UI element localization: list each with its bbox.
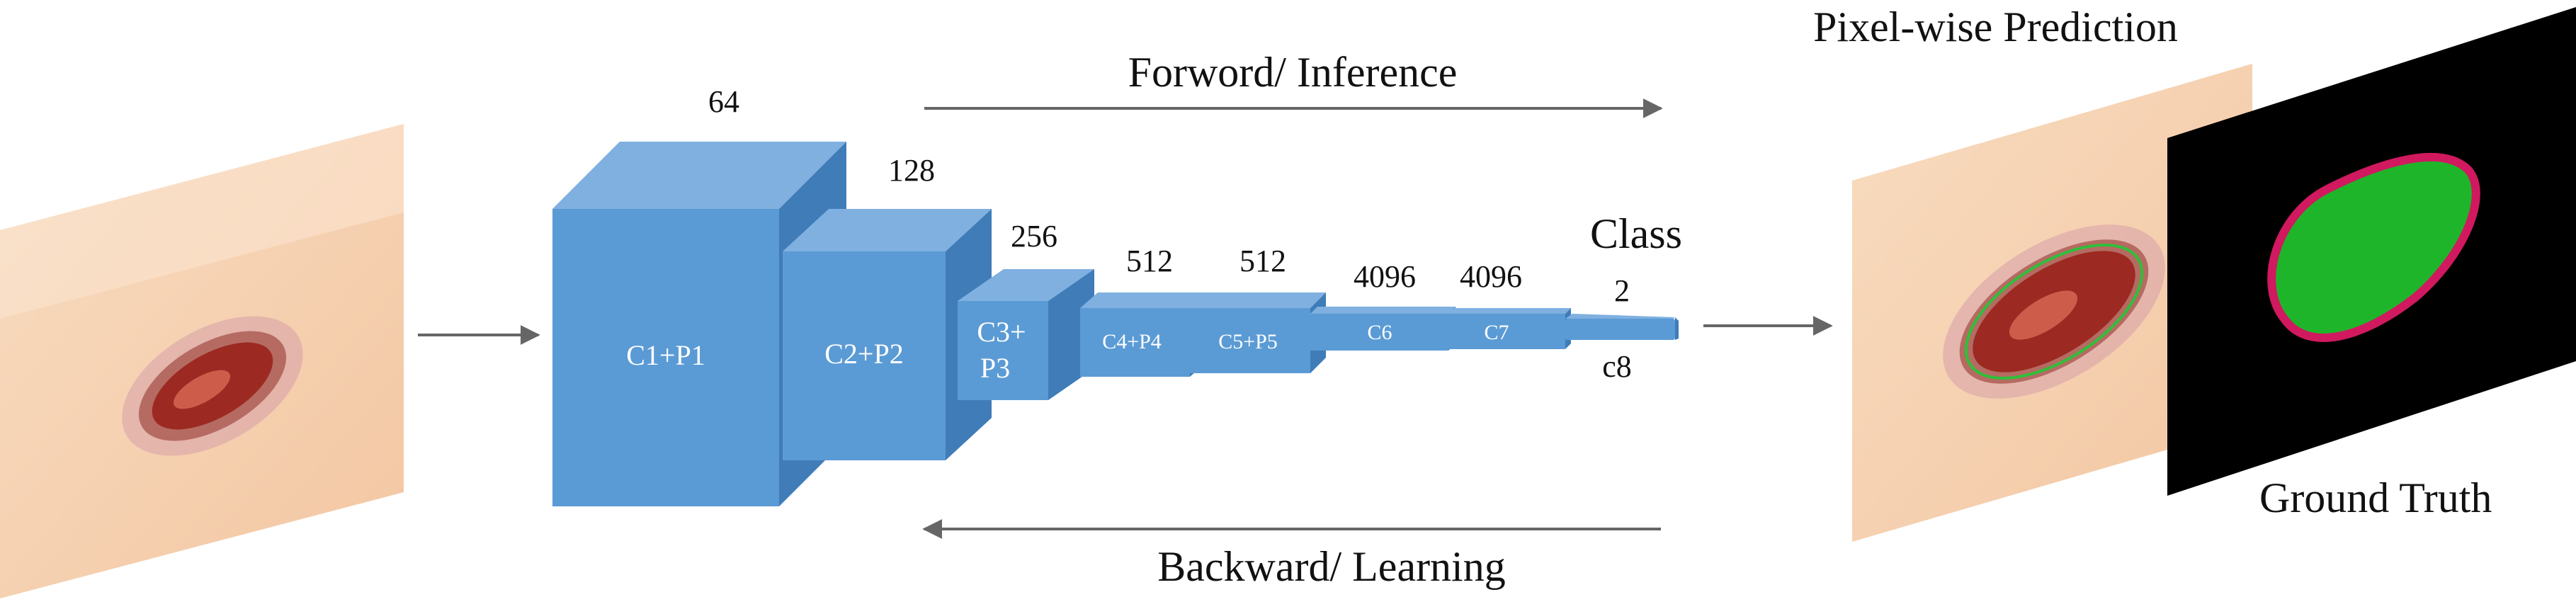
block-c3-channels: 256 — [1011, 219, 1057, 254]
block-c8-label: c8 — [1602, 349, 1632, 384]
prediction-image — [1852, 64, 2252, 542]
block-c4-label: C4+P4 — [1102, 330, 1162, 353]
forward-label: Forword/ Inference — [1128, 49, 1458, 96]
block-c3-label-2: P3 — [980, 352, 1010, 384]
block-c7-channels: 4096 — [1460, 259, 1522, 294]
input-wound-image — [0, 124, 404, 598]
block-c6-label: C6 — [1367, 321, 1392, 344]
ground-truth-image — [2167, 7, 2576, 496]
block-c1-channels: 64 — [708, 84, 739, 119]
backward-label: Backward/ Learning — [1157, 543, 1505, 590]
ground-truth-label: Ground Truth — [2259, 474, 2492, 521]
block-c5-channels: 512 — [1239, 244, 1286, 278]
block-c2-label: C2+P2 — [824, 338, 903, 370]
block-c1-label: C1+P1 — [626, 339, 705, 371]
block-c5-label: C5+P5 — [1218, 330, 1278, 353]
block-c3-label-1: C3+ — [977, 316, 1026, 348]
block-c5-p5: C5+P5 — [1190, 292, 1326, 373]
block-c4-p4: C4+P4 — [1080, 292, 1208, 377]
block-c2-channels: 128 — [888, 153, 935, 188]
block-c4-channels: 512 — [1126, 244, 1173, 278]
prediction-label: Pixel-wise Prediction — [1813, 4, 2178, 50]
block-c8 — [1565, 314, 1679, 340]
block-c3-p3: C3+ P3 — [958, 269, 1094, 400]
block-c7: C7 — [1448, 308, 1571, 349]
block-c8-channels: 2 — [1614, 273, 1630, 308]
block-c7-label: C7 — [1484, 321, 1509, 344]
block-c6: C6 — [1310, 307, 1456, 351]
class-label: Class — [1590, 210, 1682, 257]
block-c6-channels: 4096 — [1354, 259, 1416, 294]
